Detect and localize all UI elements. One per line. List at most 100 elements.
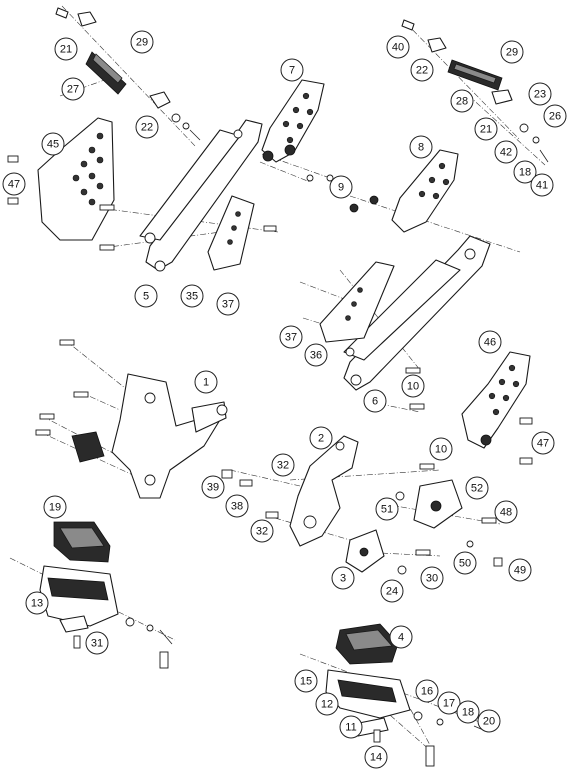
callout-label: 15 (300, 676, 312, 688)
part-callout: 12 (315, 692, 339, 716)
callout-label: 32 (256, 526, 268, 538)
callout-label: 30 (426, 573, 438, 585)
callout-circle (279, 325, 303, 349)
callout-circle (331, 566, 355, 590)
part-callout: 41 (530, 173, 554, 197)
part-callout: 2 (309, 426, 333, 450)
part-callout: 46 (478, 330, 502, 354)
part-callout: 10 (401, 374, 425, 398)
callout-circle (410, 58, 434, 82)
callout-circle (375, 497, 399, 521)
callout-label: 7 (289, 65, 295, 77)
part-callout: 47 (2, 172, 26, 196)
callout-label: 14 (370, 752, 382, 764)
part-callout: 11 (339, 715, 363, 739)
callout-label: 32 (277, 460, 289, 472)
passenger-bracket-right (319, 235, 491, 410)
footpeg-lower-right (325, 623, 489, 767)
callout-circle (500, 40, 524, 64)
callout-circle (43, 495, 67, 519)
callout-circle (134, 284, 158, 308)
callout-label: 8 (418, 142, 424, 154)
part-callout: 21 (474, 117, 498, 141)
callout-label: 20 (483, 716, 495, 728)
part-callout: 15 (294, 669, 318, 693)
callout-label: 12 (321, 699, 333, 711)
callout-circle (339, 715, 363, 739)
callout-label: 51 (381, 504, 393, 516)
callout-label: 48 (500, 507, 512, 519)
callout-circle (453, 551, 477, 575)
callout-label: 16 (421, 686, 433, 698)
callout-label: 21 (480, 124, 492, 136)
callout-label: 26 (549, 111, 561, 123)
part-callout: 22 (410, 58, 434, 82)
callout-circle (271, 453, 295, 477)
callout-circle (494, 140, 518, 164)
callout-circle (364, 745, 388, 769)
part-callout: 35 (180, 284, 204, 308)
callout-label: 47 (537, 438, 549, 450)
callout-label: 17 (443, 698, 455, 710)
callout-label: 47 (8, 179, 20, 191)
part-callout: 29 (500, 40, 524, 64)
part-callout: 27 (61, 77, 85, 101)
callout-circle (401, 374, 425, 398)
callout-circle (386, 35, 410, 59)
callout-label: 31 (91, 638, 103, 650)
callout-circle (25, 591, 49, 615)
callout-circle (477, 709, 501, 733)
callout-circle (494, 500, 518, 524)
part-callout: 26 (543, 104, 567, 128)
callout-label: 39 (207, 482, 219, 494)
callout-circle (508, 558, 532, 582)
callout-label: 24 (386, 586, 398, 598)
callout-circle (380, 579, 404, 603)
callout-circle (456, 700, 480, 724)
part-callout: 47 (531, 431, 555, 455)
part-callout: 18 (456, 700, 480, 724)
part-callout: 21 (54, 37, 78, 61)
callout-circle (315, 692, 339, 716)
callout-circle (280, 58, 304, 82)
callout-circle (54, 37, 78, 61)
callout-label: 18 (519, 167, 531, 179)
part-callout: 17 (437, 691, 461, 715)
part-callout: 39 (201, 475, 225, 499)
part-callout: 4 (389, 625, 413, 649)
part-callout: 30 (420, 566, 444, 590)
callout-circle (135, 115, 159, 139)
callout-circle (528, 82, 552, 106)
callout-label: 37 (222, 299, 234, 311)
part-callout: 38 (225, 494, 249, 518)
part-callout: 32 (271, 453, 295, 477)
heel-guard-7 (261, 79, 334, 182)
part-callout: 9 (329, 175, 353, 199)
callout-circle (465, 476, 489, 500)
part-callout: 20 (477, 709, 501, 733)
part-callout: 52 (465, 476, 489, 500)
part-callout: 18 (513, 160, 537, 184)
part-callout: 22 (135, 115, 159, 139)
callout-label: 40 (392, 42, 404, 54)
callout-label: 10 (407, 381, 419, 393)
callout-circle (85, 631, 109, 655)
footpeg-upper-left (55, 7, 201, 141)
callout-label: 5 (143, 291, 149, 303)
callout-circle (225, 494, 249, 518)
part-callout: 13 (25, 591, 49, 615)
callout-circle (531, 431, 555, 455)
part-callout: 29 (130, 30, 154, 54)
callout-circle (130, 30, 154, 54)
heel-guard-46 (461, 351, 533, 465)
footrest-bracket-left (35, 339, 228, 499)
callout-circle (530, 173, 554, 197)
footpeg-upper-right (401, 19, 549, 163)
callout-circle (363, 389, 387, 413)
callout-circle (180, 284, 204, 308)
callout-circle (415, 679, 439, 703)
callout-circle (450, 89, 474, 113)
